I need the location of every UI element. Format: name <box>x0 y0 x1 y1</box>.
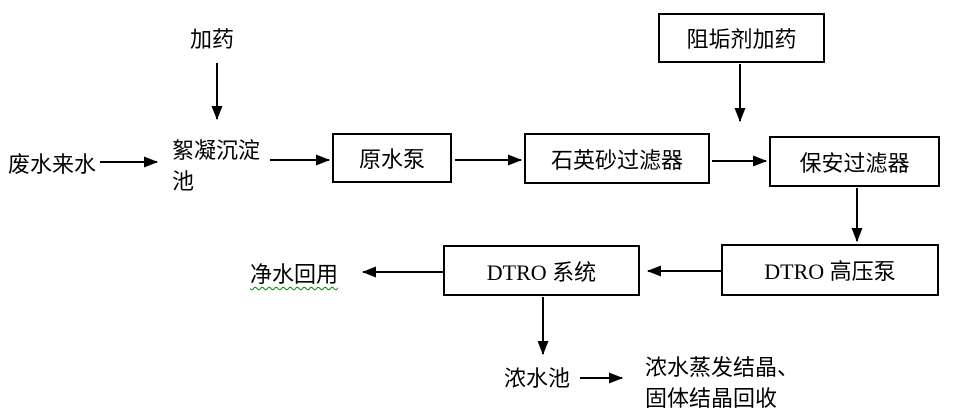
box-dtro-hp-pump: DTRO 高压泵 <box>721 244 939 296</box>
box-dtro-system: DTRO 系统 <box>443 245 640 296</box>
label-evaporation-crystallization: 浓水蒸发结晶、 固体结晶回收 <box>645 352 799 414</box>
label-flocculation-line2: 池 <box>172 169 195 194</box>
box-raw-water-pump: 原水泵 <box>332 133 452 183</box>
label-evaporation-line2: 固体结晶回收 <box>645 386 778 411</box>
label-flocculation-pool: 絮凝沉淀 池 <box>172 135 260 197</box>
label-wastewater-in: 废水来水 <box>8 152 97 177</box>
box-security-filter: 保安过滤器 <box>769 136 940 187</box>
label-concentrate-pool: 浓水池 <box>504 366 571 391</box>
label-flocculation-line1: 絮凝沉淀 <box>172 138 261 163</box>
box-antiscalant-dosing: 阻垢剂加药 <box>658 13 825 63</box>
box-quartz-sand-filter: 石英砂过滤器 <box>524 133 710 184</box>
label-clean-water-reuse: 净水回用 <box>250 260 338 290</box>
label-evaporation-line1: 浓水蒸发结晶、 <box>645 355 800 380</box>
label-dosing: 加药 <box>190 27 235 52</box>
label-clean-water-reuse-text: 净水回用 <box>250 262 339 287</box>
